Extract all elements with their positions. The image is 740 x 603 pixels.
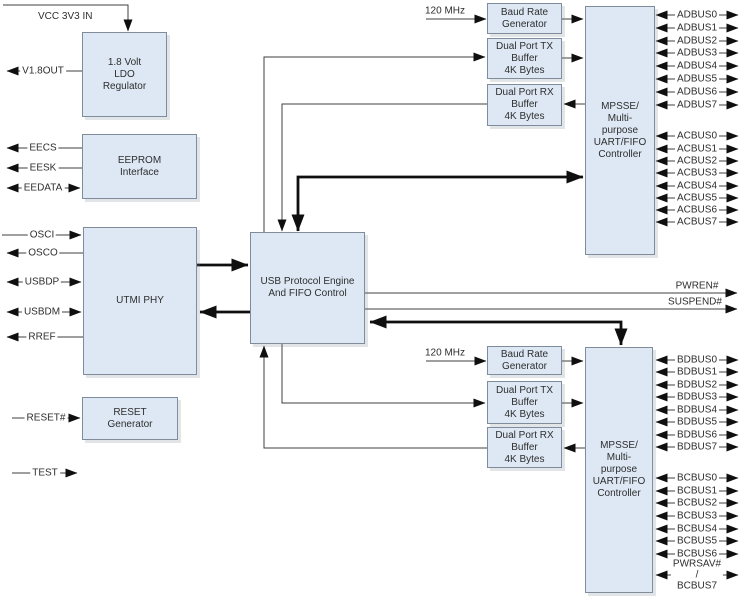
bus-label-acbus-2: ACBUS2 xyxy=(674,155,720,167)
block-baud-rate-generator-a: Baud Rate Generator xyxy=(487,3,562,34)
reset-label: RESET# xyxy=(24,412,68,424)
wire-engine-to-txbuffer-b xyxy=(281,344,486,408)
block-utmi-phy: UTMI PHY xyxy=(83,227,197,375)
bus-label-acbus-0: ACBUS0 xyxy=(674,130,720,142)
block-eeprom-interface: EEPROM Interface xyxy=(82,134,197,199)
block-baud-rate-generator-b: Baud Rate Generator xyxy=(487,346,562,375)
bus-label-adbus-6: ADBUS6 xyxy=(674,86,720,98)
suspend-label: SUSPEND# xyxy=(668,296,722,308)
usbdm-label: USBDM xyxy=(21,306,63,318)
vcc-3v3-in-label: VCC 3V3 IN xyxy=(38,11,93,22)
bus-label-adbus-0: ADBUS0 xyxy=(674,9,720,21)
test-label: TEST xyxy=(30,467,60,479)
bus-label-adbus-2: ADBUS2 xyxy=(674,35,720,47)
wire-engine-to-txbuffer-a xyxy=(263,52,486,232)
bus-label-bdbus-2: BDBUS2 xyxy=(674,379,720,391)
eedata-label: EEDATA xyxy=(21,182,65,194)
wire-vcc-3v3-in xyxy=(3,4,133,32)
usbdp-label: USBDP xyxy=(22,276,62,288)
bus-label-acbus-5: ACBUS5 xyxy=(674,192,720,204)
bus-label-bcbus-1: BCBUS1 xyxy=(674,485,720,497)
bus-label-bcbus-7: PWRSAV# / BCBUS7 xyxy=(670,558,724,592)
bus-label-bdbus-7: BDBUS7 xyxy=(674,441,720,453)
block-usb-protocol-engine: USB Protocol Engine And FIFO Control xyxy=(250,232,365,344)
wire-rxbuffer-a-to-engine xyxy=(277,103,487,232)
bus-label-bdbus-6: BDBUS6 xyxy=(674,429,720,441)
block-ldo-regulator: 1.8 Volt LDO Regulator xyxy=(82,32,167,117)
block-mpsse-controller-b: MPSSE/ Multi- purpose UART/FIFO Controll… xyxy=(585,347,653,593)
osci-label: OSCI xyxy=(27,229,57,241)
bus-label-acbus-6: ACBUS6 xyxy=(674,204,720,216)
bus-label-bdbus-4: BDBUS4 xyxy=(674,404,720,416)
pwren-label: PWREN# xyxy=(675,280,719,292)
bus-label-bdbus-0: BDBUS0 xyxy=(674,354,720,366)
block-reset-generator: RESET Generator xyxy=(82,397,178,440)
bus-label-adbus-1: ADBUS1 xyxy=(674,22,720,34)
bus-label-bdbus-1: BDBUS1 xyxy=(674,366,720,378)
bus-label-adbus-5: ADBUS5 xyxy=(674,73,720,85)
rref-label: RREF xyxy=(26,331,58,343)
wire-rxbuffer-b-to-engine xyxy=(259,345,487,449)
block-mpsse-controller-a: MPSSE/ Multi- purpose UART/FIFO Controll… xyxy=(585,6,655,255)
bus-label-adbus-4: ADBUS4 xyxy=(674,60,720,72)
bus-label-bcbus-6: BCBUS6 xyxy=(674,548,720,560)
bus-label-bcbus-5: BCBUS5 xyxy=(674,535,720,547)
bus-label-bcbus-0: BCBUS0 xyxy=(674,472,720,484)
bus-label-bcbus-2: BCBUS2 xyxy=(674,497,720,509)
wire-engine-mpsse-a-bus xyxy=(291,170,584,232)
bus-label-acbus-4: ACBUS4 xyxy=(674,180,720,192)
eecs-label: EECS xyxy=(27,142,59,154)
bus-label-acbus-1: ACBUS1 xyxy=(674,143,720,155)
bus-label-bcbus-4: BCBUS4 xyxy=(674,523,720,535)
bus-label-bcbus-3: BCBUS3 xyxy=(674,510,720,522)
wire-engine-mpsse-b-bus xyxy=(369,315,628,346)
block-rx-buffer-b: Dual Port RX Buffer 4K Bytes xyxy=(487,427,562,468)
bus-label-bdbus-3: BDBUS3 xyxy=(674,391,720,403)
bus-label-adbus-7: ADBUS7 xyxy=(674,99,720,111)
osco-label: OSCO xyxy=(26,247,60,259)
eesk-label: EESK xyxy=(27,162,59,174)
bus-label-acbus-7: ACBUS7 xyxy=(674,216,720,228)
bus-label-bdbus-5: BDBUS5 xyxy=(674,416,720,428)
bus-label-adbus-3: ADBUS3 xyxy=(674,47,720,59)
block-tx-buffer-a: Dual Port TX Buffer 4K Bytes xyxy=(487,38,562,79)
block-rx-buffer-a: Dual Port RX Buffer 4K Bytes xyxy=(487,84,562,126)
v18out-label: V1.8OUT xyxy=(20,65,66,77)
bus-label-acbus-3: ACBUS3 xyxy=(674,167,720,179)
block-tx-buffer-b: Dual Port TX Buffer 4K Bytes xyxy=(487,381,562,424)
clock-120mhz-b-label: 120 MHz xyxy=(424,347,466,359)
clock-120mhz-a-label: 120 MHz xyxy=(424,5,466,17)
